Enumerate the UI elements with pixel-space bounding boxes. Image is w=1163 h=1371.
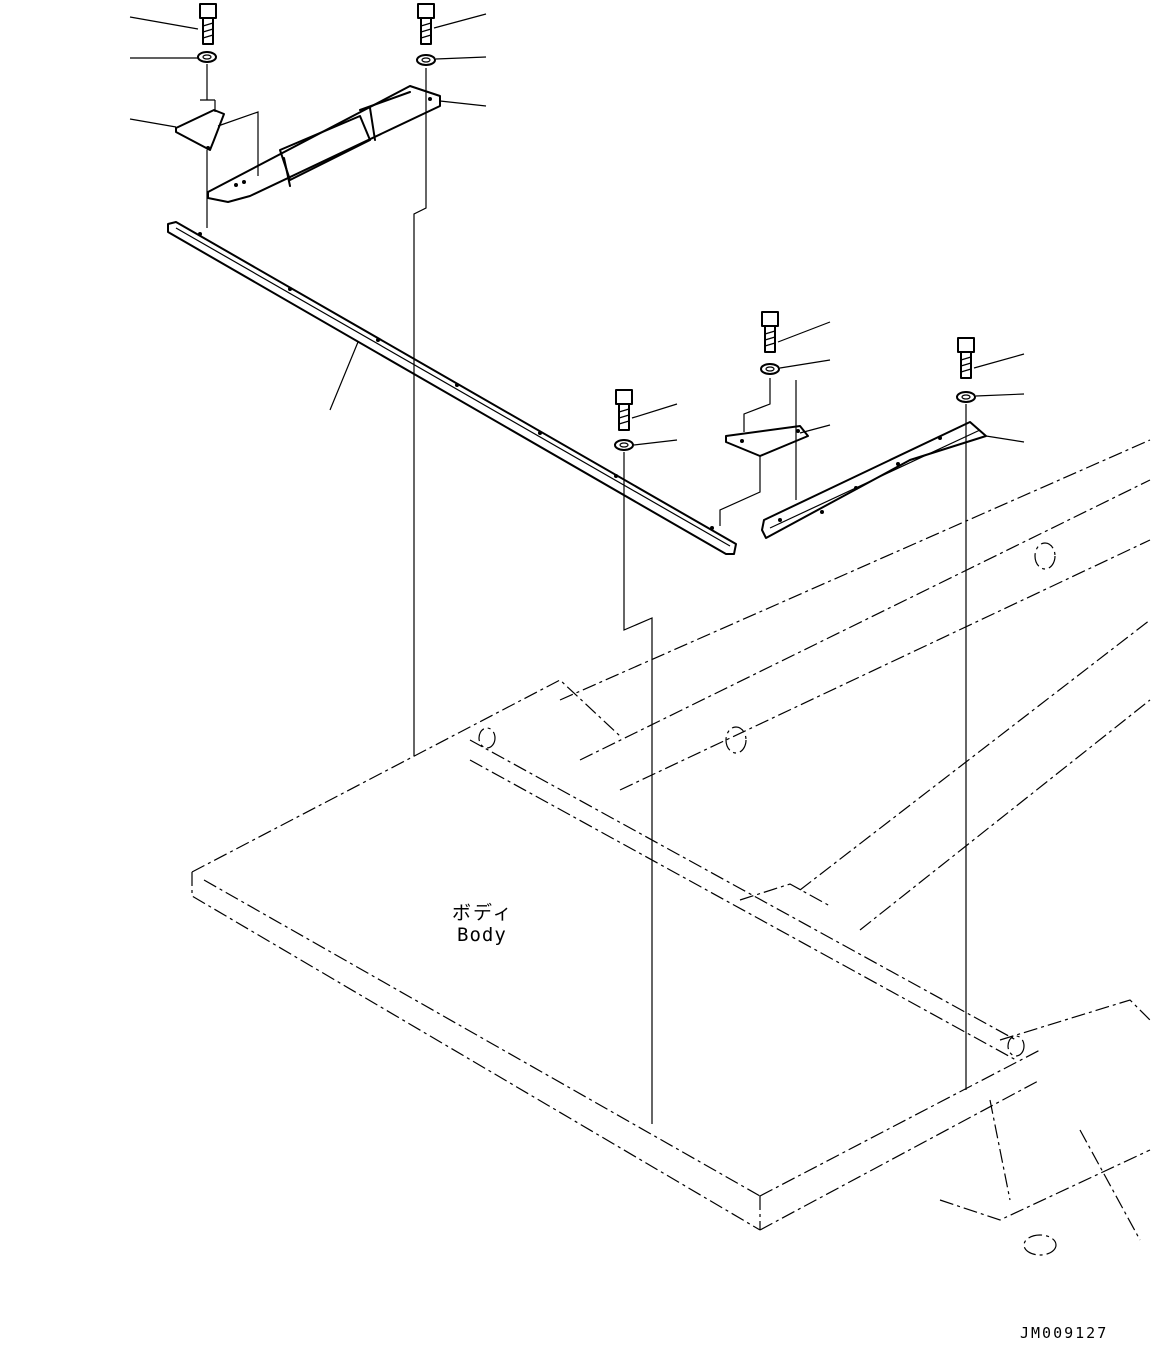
body-label-english: Body [457, 924, 507, 946]
bolt-upper-center [417, 3, 435, 45]
bracket-right-middle [725, 425, 809, 457]
angle-bracket-right [761, 421, 987, 539]
washer-right [956, 391, 976, 403]
assembly-guide-lines [200, 64, 967, 1124]
body-label-japanese: ボディ [452, 902, 514, 924]
leader-lines-upper-left [129, 16, 199, 128]
body-frame [191, 439, 1151, 1256]
leader-lines-upper-center [433, 13, 487, 107]
washer-upper-center [416, 54, 436, 66]
support-bracket-upper [207, 85, 441, 203]
bolt-right-middle [761, 311, 779, 353]
washer-upper-left [197, 51, 217, 63]
washer-center [614, 439, 634, 451]
drawing-id: JM009127 [1020, 1324, 1109, 1342]
leader-lines-right [973, 353, 1025, 443]
washer-right-middle [760, 363, 780, 375]
leader-lines-right-middle [777, 321, 831, 434]
bolt-upper-left [199, 3, 217, 45]
long-rail-bar [167, 221, 737, 555]
bolt-center [615, 389, 633, 431]
bolt-right [957, 337, 975, 379]
bracket-upper-left [175, 109, 225, 151]
leader-rail [329, 341, 359, 411]
leader-lines-center [631, 403, 678, 446]
